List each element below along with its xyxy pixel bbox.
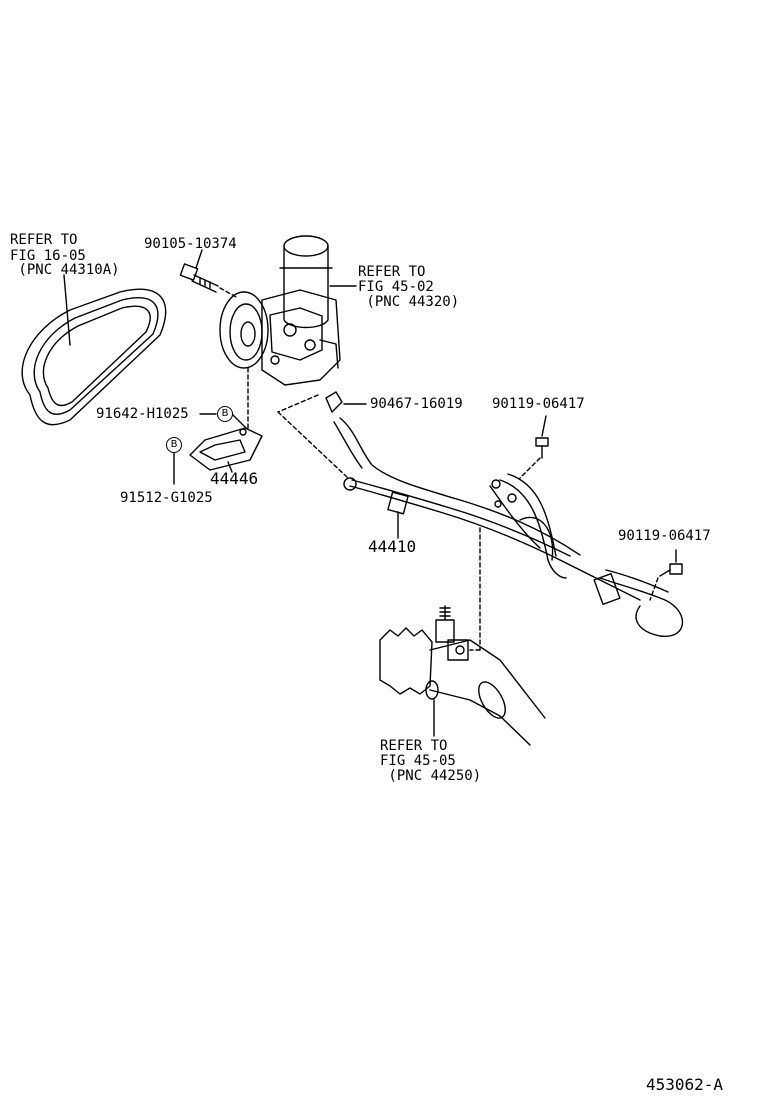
leader-union-1: [541, 415, 547, 437]
part-bracket-bolt2: 91512-G1025: [120, 490, 213, 506]
part-bracket-bolt: 91642-H1025: [96, 406, 189, 422]
clip-dash: [277, 394, 319, 413]
pressure-tube: [333, 417, 684, 637]
ref-reservoir-line-2: FIG 45-02: [358, 279, 434, 295]
union-1-dash: [519, 457, 541, 479]
marker-b-1: B: [217, 406, 233, 422]
ref-belt-line-2: FIG 16-05: [10, 248, 86, 264]
leader-bracket-bolt-2: [231, 413, 247, 429]
leader-bracket: [227, 461, 233, 473]
part-pressure-tube: 44410: [368, 537, 417, 556]
power-steering-pump: [219, 235, 341, 386]
leader-belt: [63, 274, 71, 346]
ref-belt-line-3: (PNC 44310A): [10, 262, 120, 278]
leader-bolt: [195, 249, 203, 269]
v-belt: [21, 288, 167, 426]
ref-belt-line-1: REFER TO: [10, 232, 78, 248]
hose-clip: [325, 391, 343, 413]
tube-dash: [277, 411, 349, 479]
ref-reservoir-line-3: (PNC 44320): [358, 294, 460, 310]
part-union-bolt-2: 90119-06417: [618, 528, 711, 544]
part-clip: 90467-16019: [370, 396, 463, 412]
figure-id: 453062-A: [646, 1075, 724, 1094]
ref-reservoir-line-1: REFER TO: [358, 264, 426, 280]
union-2-dash: [649, 577, 659, 601]
union-bolt-1: [535, 437, 549, 459]
pump-bracket: [189, 427, 263, 471]
part-bracket: 44446: [210, 469, 259, 488]
pump-mount-bolt: [179, 263, 219, 293]
ref-gear-line-3: (PNC 44250): [380, 768, 482, 784]
steering-gear: [379, 605, 546, 746]
ref-gear-line-1: REFER TO: [380, 738, 448, 754]
union-bolt-2: [659, 563, 683, 577]
ref-gear-line-2: FIG 45-05: [380, 753, 456, 769]
part-union-bolt-1: 90119-06417: [492, 396, 585, 412]
bolt-dash: [219, 287, 239, 299]
marker-b-2: B: [166, 437, 182, 453]
part-bolt-top: 90105-10374: [144, 236, 237, 252]
